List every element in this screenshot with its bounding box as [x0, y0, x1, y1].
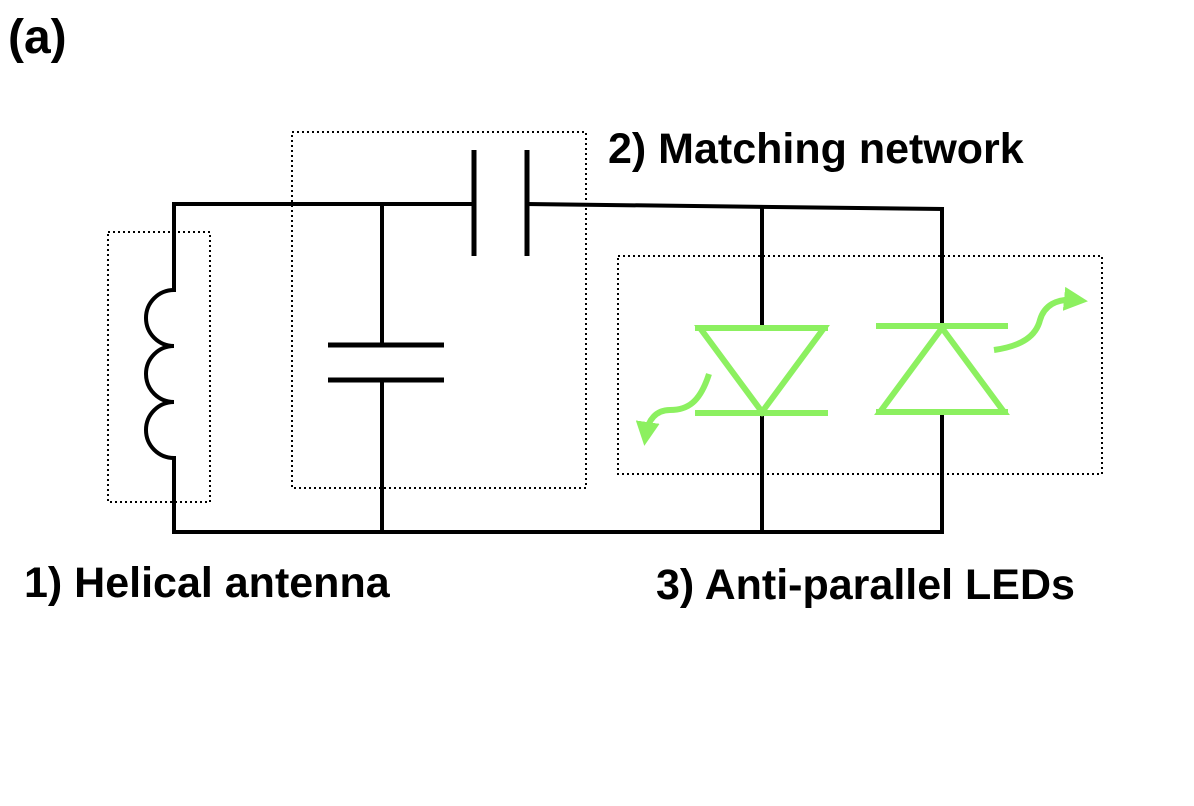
helical-antenna-coil	[144, 288, 175, 460]
circuit-wires	[172, 201, 945, 534]
led-2-emission-arrow	[993, 286, 1088, 353]
led-group-box	[617, 255, 1103, 475]
shunt-capacitor	[328, 342, 444, 383]
led-1-emission-arrow	[635, 373, 712, 446]
matching-network-group-box	[291, 131, 587, 489]
series-capacitor	[471, 150, 530, 256]
anti-parallel-leds-label: 3) Anti-parallel LEDs	[656, 561, 1075, 609]
led-2	[874, 322, 1010, 415]
helical-antenna-label: 1) Helical antenna	[24, 559, 390, 607]
antenna-group-box	[107, 231, 211, 503]
led-1	[694, 325, 830, 418]
matching-network-label: 2) Matching network	[608, 125, 1024, 173]
panel-label: (a)	[8, 11, 67, 64]
